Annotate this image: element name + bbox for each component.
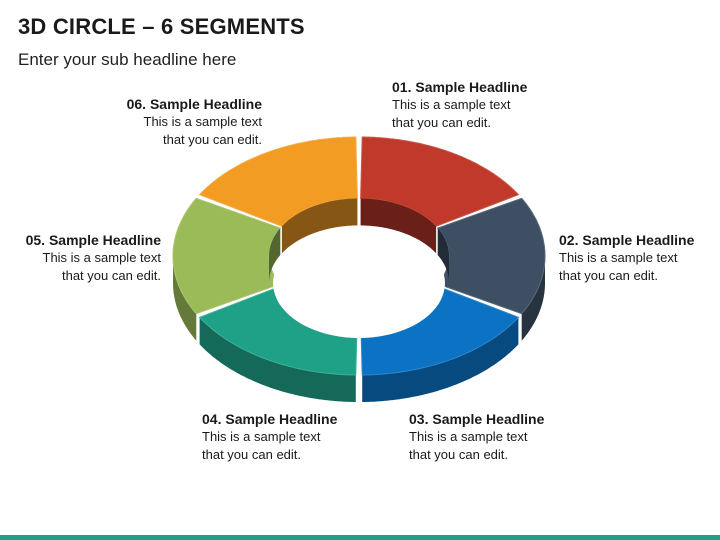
segment-03-headline: 03. Sample Headline (409, 411, 545, 427)
segment-01-headline: 01. Sample Headline (392, 79, 528, 95)
segment-06-headline: 06. Sample Headline (126, 96, 262, 112)
footer-bar (0, 535, 720, 540)
segment-5-inner-wall (269, 228, 281, 283)
segment-02-label: 02. Sample Headline This is a sample tex… (559, 231, 720, 284)
segment-1-inner-wall (360, 198, 437, 254)
segment-06-text-line2: that you can edit. (162, 131, 262, 147)
segment-03-text-line2: that you can edit. (409, 446, 509, 462)
segment-05-text-line2: that you can edit. (61, 267, 161, 283)
segment-04-label: 04. Sample Headline This is a sample tex… (202, 410, 392, 463)
segment-05-text-line1: This is a sample text (42, 250, 162, 265)
page-subtitle: Enter your sub headline here (18, 50, 237, 69)
segment-06-text-line1: This is a sample text (143, 114, 263, 129)
segment-01-label: 01. Sample Headline This is a sample tex… (392, 78, 582, 131)
segment-02-text-line1: This is a sample text (559, 250, 678, 265)
segment-05-label: 05. Sample Headline This is a sample tex… (0, 231, 161, 284)
segment-3-side-wall (362, 317, 519, 402)
segment-03-label: 03. Sample Headline This is a sample tex… (409, 410, 599, 463)
segment-04-text-line1: This is a sample text (202, 429, 321, 444)
page-title: 3D CIRCLE – 6 SEGMENTS (18, 14, 305, 39)
segment-06-label: 06. Sample Headline This is a sample tex… (72, 95, 262, 148)
segment-2-inner-wall (437, 228, 449, 283)
segment-04-text-line2: that you can edit. (202, 446, 302, 462)
segment-02-headline: 02. Sample Headline (559, 232, 695, 248)
segment-03-text-line1: This is a sample text (409, 429, 528, 444)
segment-6-inner-wall (281, 198, 358, 254)
ring-hole-opening (273, 228, 445, 338)
segment-02-text-line2: that you can edit. (559, 267, 659, 283)
segment-05-headline: 05. Sample Headline (25, 232, 161, 248)
segment-04-headline: 04. Sample Headline (202, 411, 338, 427)
ring-inner-hole (269, 198, 449, 338)
segment-01-text-line1: This is a sample text (392, 97, 511, 112)
segment-01-text-line2: that you can edit. (392, 114, 492, 130)
segment-4-side-wall (199, 317, 356, 402)
